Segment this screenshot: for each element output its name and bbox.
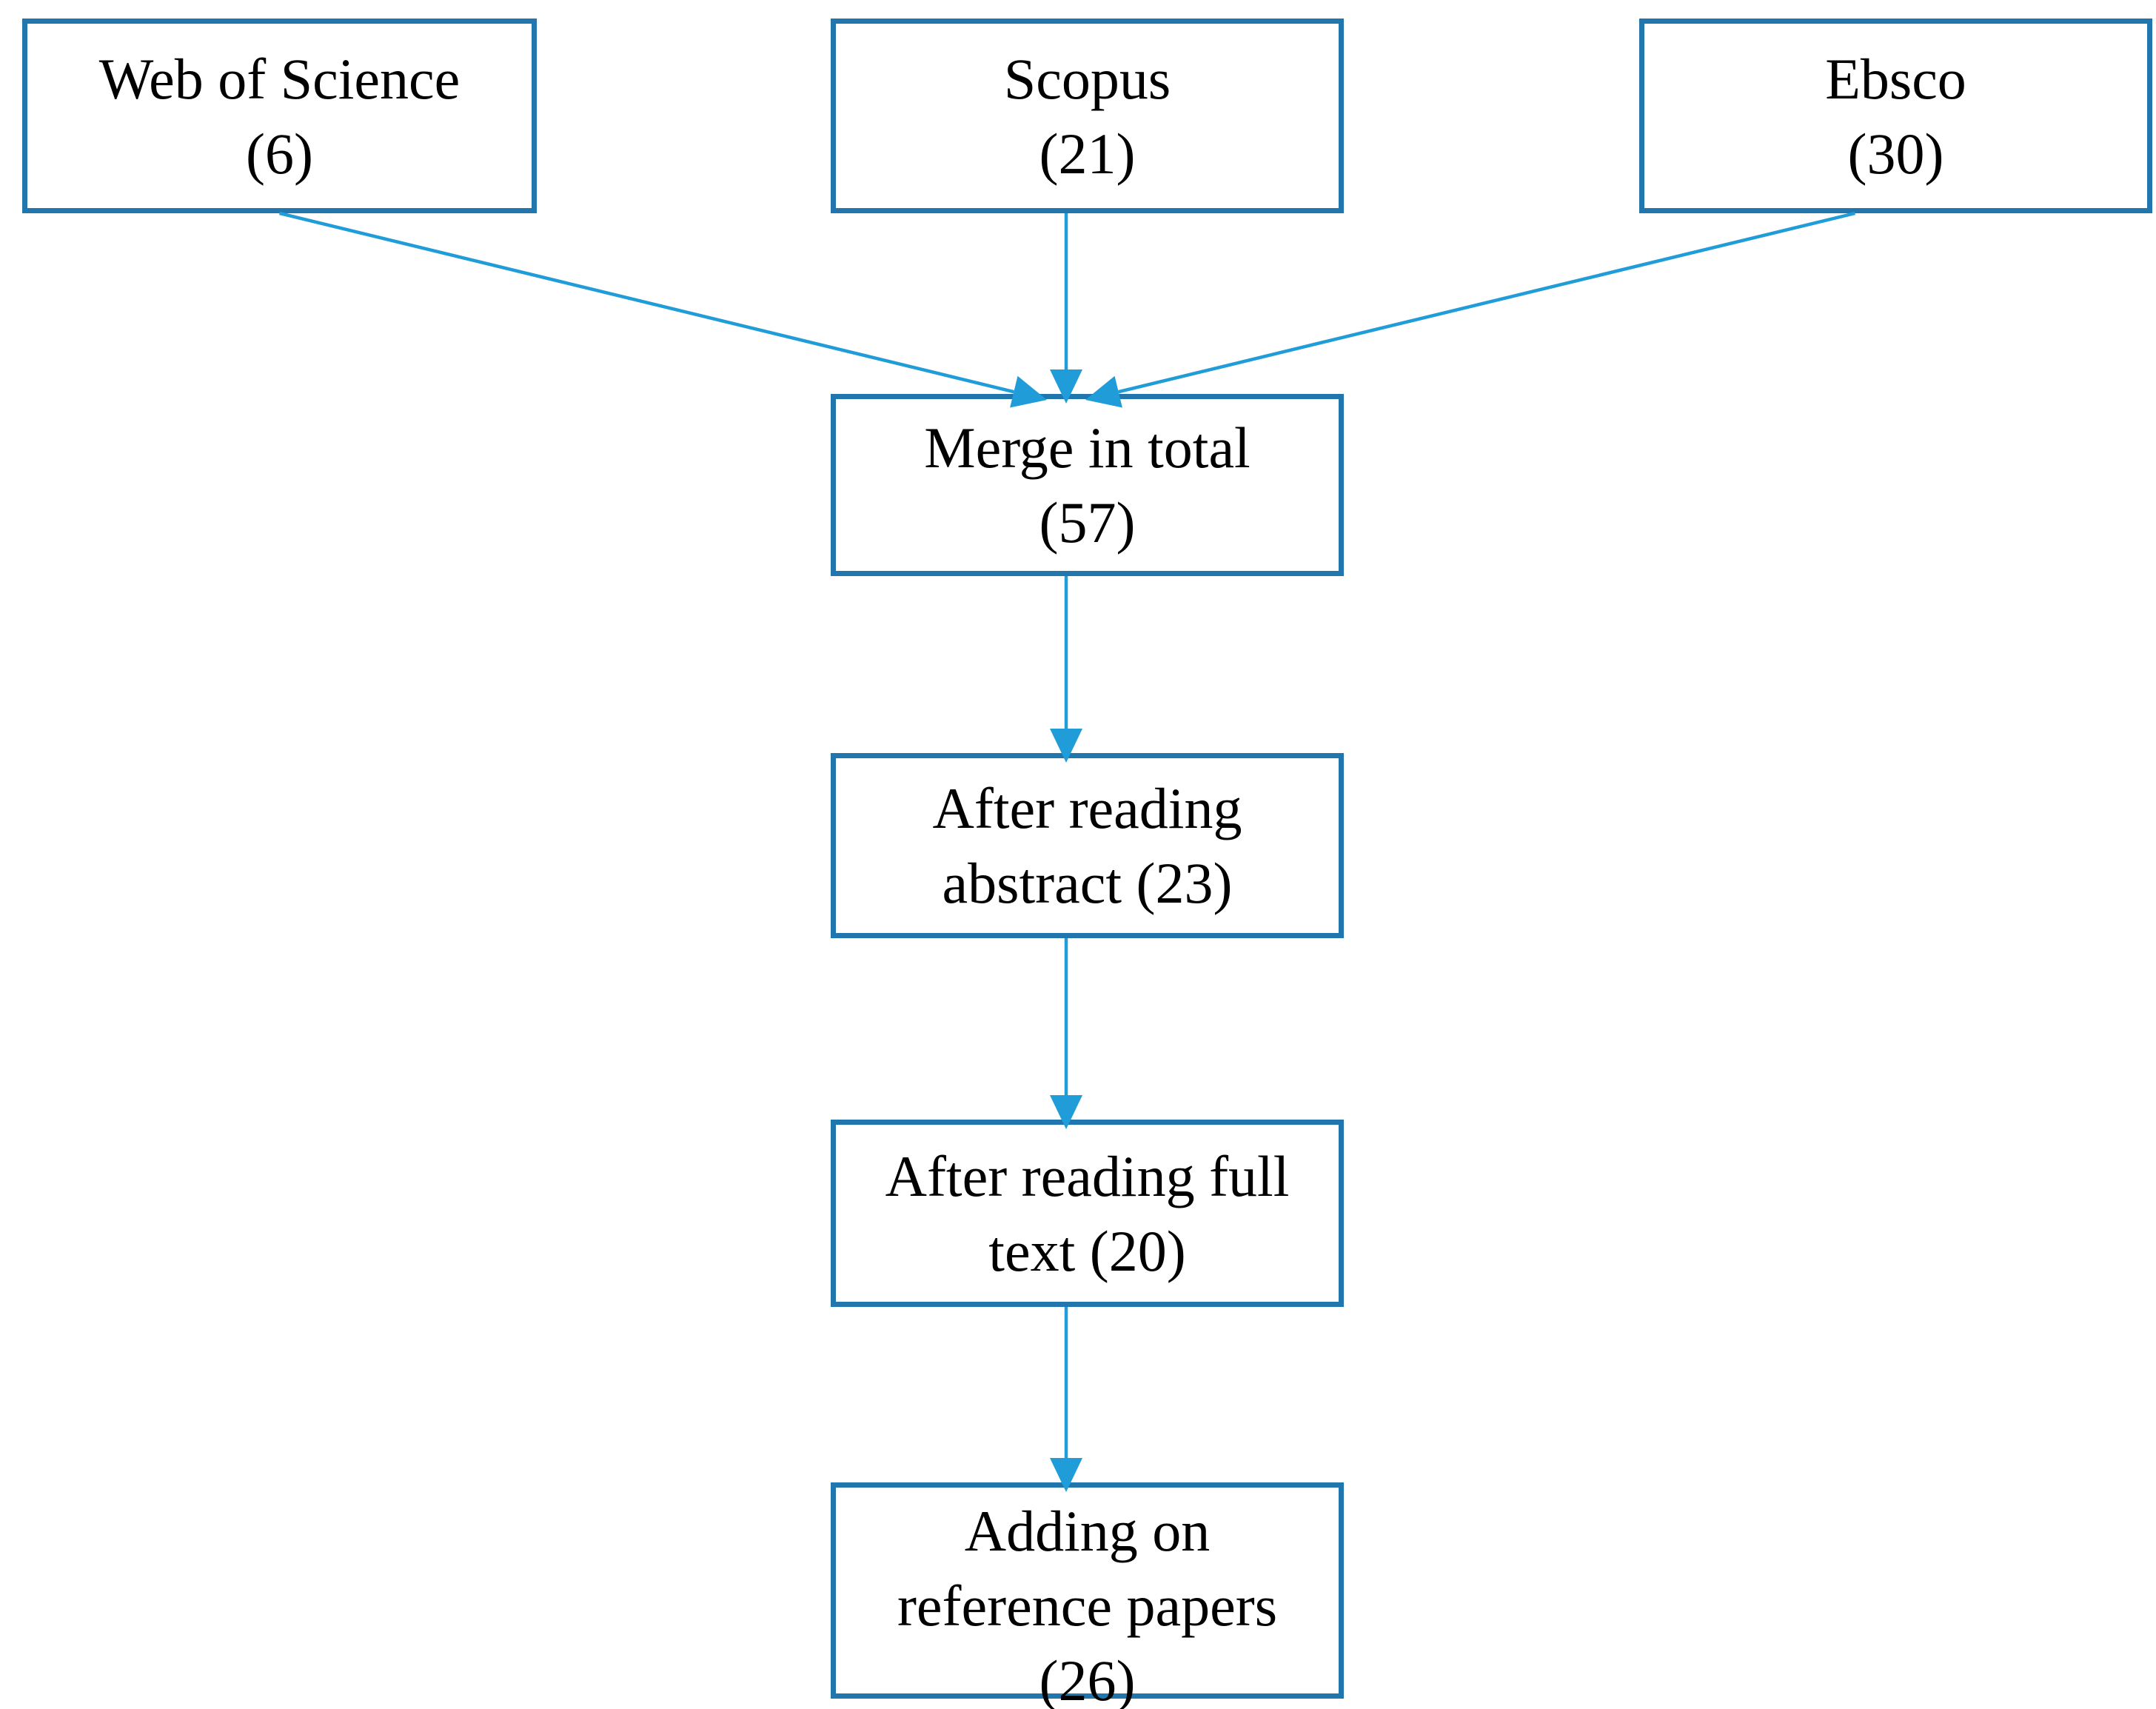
node-after-reading-abstract: After reading abstract (23) [831, 753, 1344, 938]
node-scopus: Scopus (21) [831, 19, 1344, 213]
node-adding-on-reference-papers: Adding on reference papers (26) [831, 1482, 1344, 1709]
edge-after-reading-abstract-to-after-reading-full-text [1050, 938, 1082, 1129]
edge-scopus-to-merge-in-total [1050, 213, 1082, 404]
node-merge-in-total: Merge in total (57) [831, 394, 1344, 576]
edge-ebsco-to-merge-in-total [1085, 211, 1856, 408]
node-after-reading-full-text: After reading full text (20) [831, 1120, 1344, 1307]
edge-merge-in-total-to-after-reading-abstract [1050, 576, 1082, 763]
edge-web-of-science-to-merge-in-total [278, 211, 1047, 408]
node-web-of-science: Web of Science (6) [22, 19, 537, 213]
edge-after-reading-full-text-to-adding-on-reference-papers [1050, 1307, 1082, 1492]
node-ebsco: Ebsco (30) [1639, 19, 2152, 213]
